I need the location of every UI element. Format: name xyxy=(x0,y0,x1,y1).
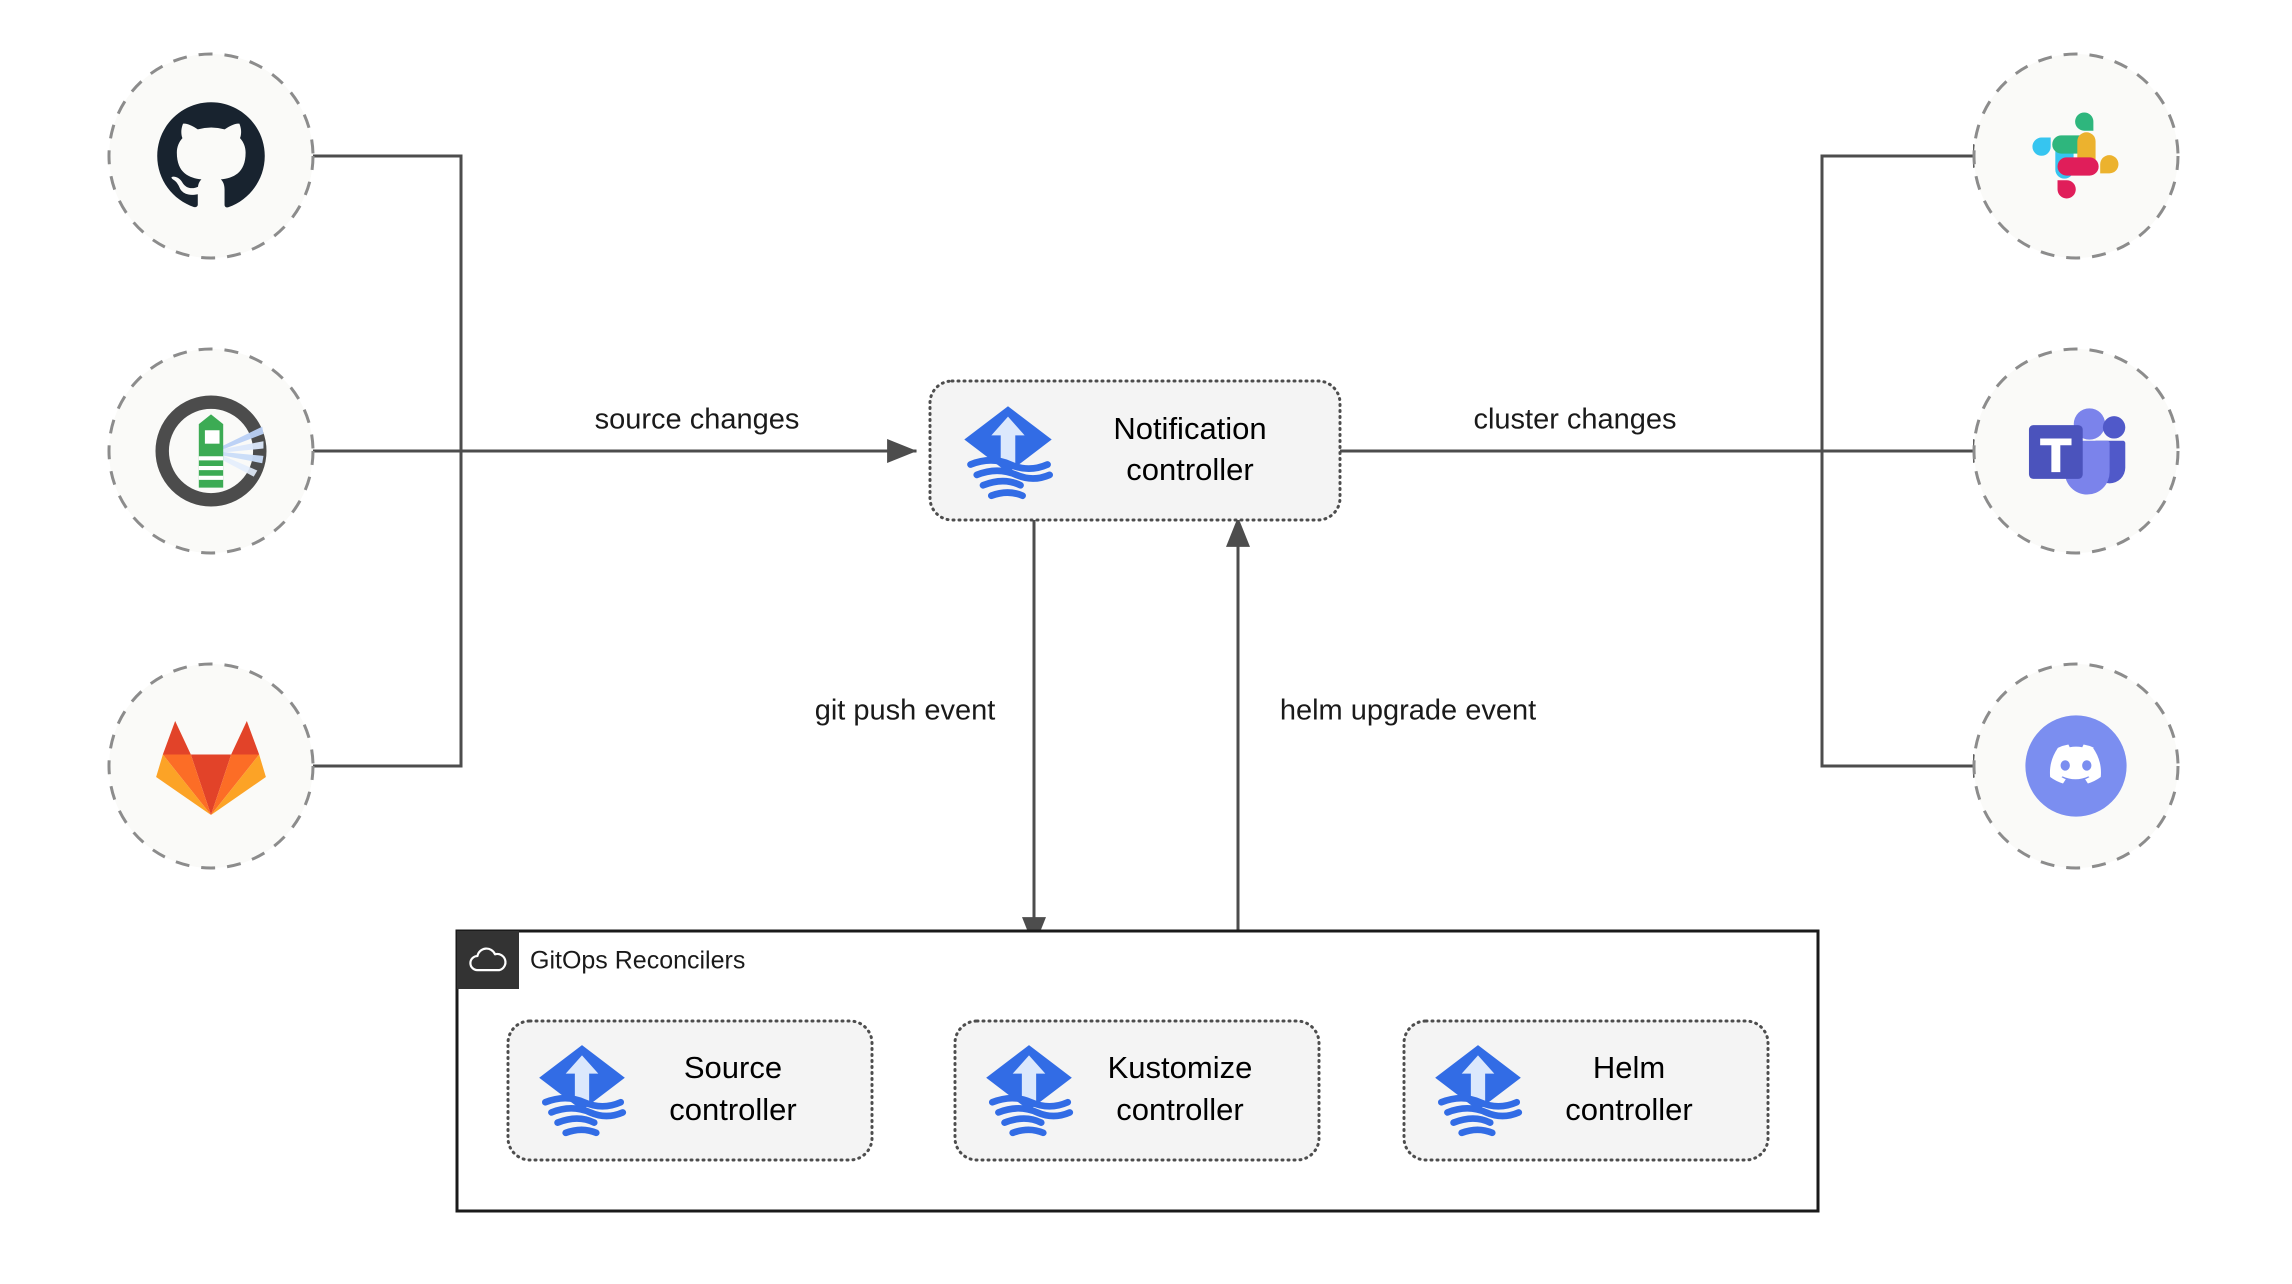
gitops-reconcilers-tab xyxy=(457,931,519,989)
source-controller-node[interactable]: Source controller xyxy=(506,1019,874,1162)
github-node-circle xyxy=(107,52,315,260)
helm-controller-label-line2: controller xyxy=(1565,1092,1693,1127)
gitops-reconcilers-title: GitOps Reconcilers xyxy=(530,947,745,975)
kustomize-controller-label-line2: controller xyxy=(1116,1092,1244,1127)
edge-label-cluster-changes: cluster changes xyxy=(1473,404,1676,436)
target-node-teams[interactable] xyxy=(1972,347,2180,555)
helm-controller-node[interactable]: Helm controller xyxy=(1402,1019,1770,1162)
edge-label-helm-upgrade-event: helm upgrade event xyxy=(1280,695,1536,727)
edge-label-git-push-event: git push event xyxy=(815,695,996,727)
target-node-discord[interactable] xyxy=(1972,662,2180,870)
target-node-slack[interactable] xyxy=(1972,52,2180,260)
source-node-flux-lighthouse[interactable] xyxy=(107,347,315,555)
slack-node-circle xyxy=(1972,52,2180,260)
edge-source-bus xyxy=(211,154,918,768)
kustomize-controller-box xyxy=(953,1019,1321,1162)
source-controller-label-line1: Source xyxy=(684,1050,782,1085)
discord-icon xyxy=(2025,715,2127,817)
source-controller-label-line2: controller xyxy=(669,1092,797,1127)
edge-label-source-changes: source changes xyxy=(595,404,800,436)
notification-controller-label-line2: controller xyxy=(1126,452,1254,487)
edge-cluster-bus xyxy=(1339,144,2004,778)
helm-controller-box xyxy=(1402,1019,1770,1162)
kustomize-controller-node[interactable]: Kustomize controller xyxy=(953,1019,1321,1162)
notification-controller-label-line1: Notification xyxy=(1113,411,1266,446)
notification-controller-node[interactable]: Notification controller xyxy=(928,379,1342,522)
notification-controller-box xyxy=(928,379,1342,522)
kustomize-controller-label-line1: Kustomize xyxy=(1108,1050,1253,1085)
source-node-gitlab[interactable] xyxy=(107,662,315,870)
source-node-github[interactable] xyxy=(107,52,315,260)
helm-controller-label-line1: Helm xyxy=(1593,1050,1665,1085)
source-controller-box xyxy=(506,1019,874,1162)
